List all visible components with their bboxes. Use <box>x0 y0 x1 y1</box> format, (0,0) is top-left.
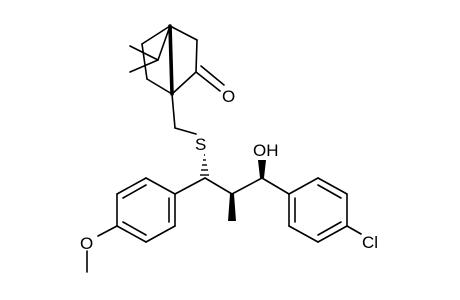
bond <box>288 177 319 195</box>
chlorophenyl-ring <box>288 177 362 243</box>
bond <box>116 225 147 243</box>
methyl-bond <box>129 45 159 61</box>
thioether-linker <box>171 93 209 176</box>
aromatic-bond <box>122 221 147 236</box>
sulfur-label: S <box>195 135 206 154</box>
bridge-bond <box>168 24 174 96</box>
bond <box>195 39 198 73</box>
bond <box>317 225 348 243</box>
ketone-oxygen-label: O <box>222 87 235 106</box>
bond <box>141 25 171 45</box>
bond <box>346 225 362 235</box>
bond <box>261 177 290 195</box>
bond <box>171 93 176 129</box>
methoxyphenyl-ring <box>86 177 176 273</box>
bond <box>204 177 233 195</box>
bond <box>174 177 206 195</box>
bond <box>97 225 118 237</box>
methoxy-oxygen-label: O <box>80 234 93 253</box>
carbonyl-bond <box>195 71 221 92</box>
hashed-wedge <box>200 154 209 176</box>
carbonyl-bond <box>200 65 225 86</box>
bond <box>317 177 348 195</box>
chlorine-label: Cl <box>362 233 378 252</box>
hydroxyl-label: OH <box>253 141 279 160</box>
bond <box>174 127 197 135</box>
bond <box>157 25 171 61</box>
methyl-wedge <box>228 194 236 221</box>
bond <box>288 225 319 243</box>
bond <box>145 177 176 195</box>
aromatic-bond <box>122 184 147 199</box>
bond <box>171 71 197 95</box>
camphor-cage <box>129 24 225 96</box>
hydroxyl-wedge <box>258 160 266 178</box>
aromatic-bond <box>317 184 342 199</box>
bond <box>231 177 263 195</box>
bond <box>169 25 198 41</box>
bond <box>146 78 173 95</box>
bond <box>116 177 147 195</box>
backbone <box>174 160 290 221</box>
bond <box>141 43 148 80</box>
bond <box>145 225 176 243</box>
aromatic-bond <box>317 221 342 236</box>
methyl-bond <box>129 59 159 73</box>
